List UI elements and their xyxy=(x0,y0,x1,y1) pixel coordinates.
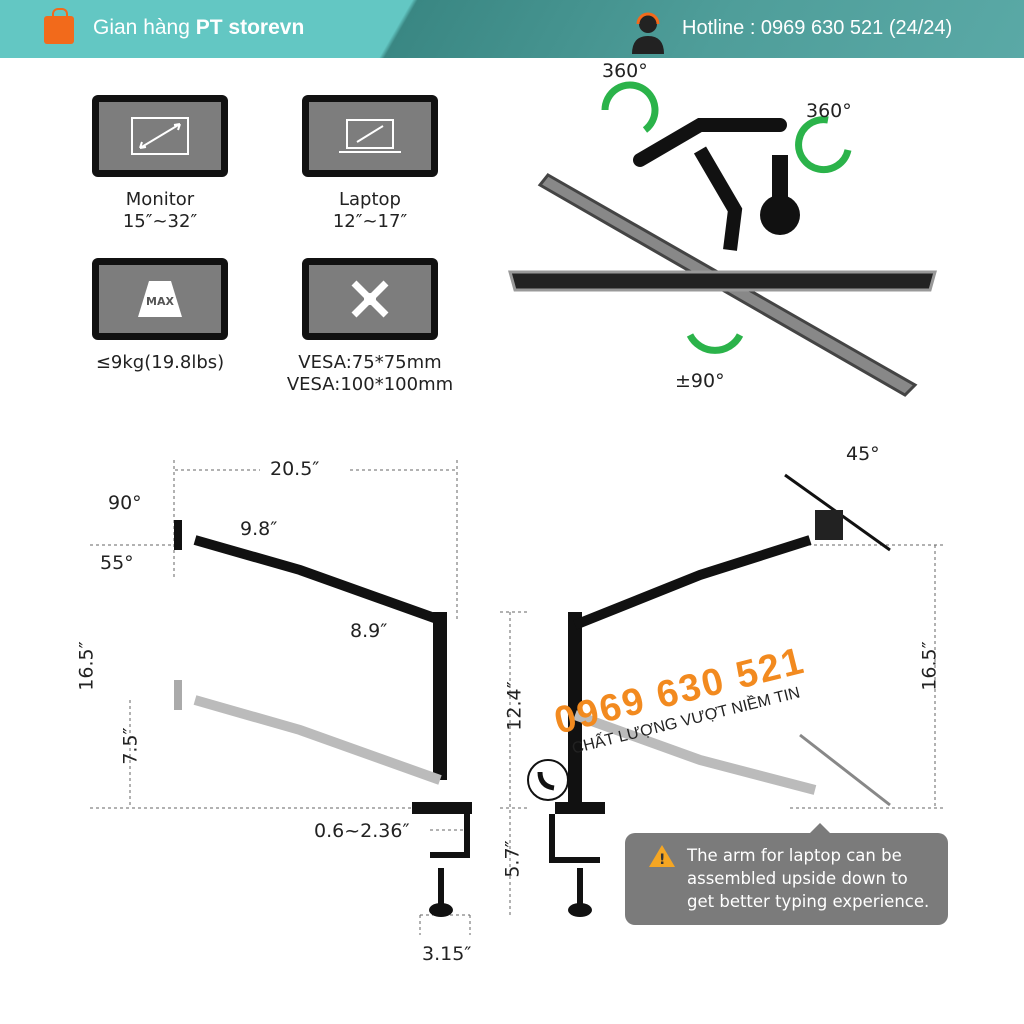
brand[interactable]: Gian hàng PT storevn xyxy=(93,16,305,39)
watermark-phone-icon xyxy=(527,759,569,801)
low-height-dimension: 7.5″ xyxy=(119,727,142,765)
spec-laptop-icon-box xyxy=(302,95,438,177)
spec-weight-label: ≤9kg(19.8lbs) xyxy=(95,352,225,373)
laptop-icon xyxy=(339,119,401,153)
diagonal-size-icon xyxy=(131,117,189,155)
tilt-label: ±90° xyxy=(675,370,725,392)
monitor-arm-drawing xyxy=(174,520,472,917)
assembly-tip-callout: !The arm for laptop can be assembled ups… xyxy=(625,823,948,925)
monitor-height-dimension: 16.5″ xyxy=(75,641,98,691)
spec-weight-icon-box: MAX xyxy=(92,258,228,340)
warning-icon: ! xyxy=(649,845,675,868)
clamp-dimension: 5.7″ xyxy=(501,840,524,878)
laptop-height-dimension: 16.5″ xyxy=(918,641,941,691)
spec-vesa-icon-box xyxy=(302,258,438,340)
tilt-down-dimension: 55° xyxy=(100,552,134,574)
header-banner: Gian hàng PT storevn Hotline : 0969 630 … xyxy=(0,0,1024,58)
rotating-monitor-image xyxy=(508,118,937,397)
arm1-dimension: 9.8″ xyxy=(240,518,278,540)
vesa-icon xyxy=(351,280,389,318)
clamp-range-dimension: 0.6~2.36″ xyxy=(314,820,410,842)
hotline[interactable]: Hotline : 0969 630 521 (24/24) xyxy=(682,17,953,39)
width-dimension: 20.5″ xyxy=(270,458,320,480)
tilt-up-dimension: 90° xyxy=(108,492,142,514)
rotation-label-left: 360° xyxy=(602,60,648,82)
laptop-arm-drawing xyxy=(549,473,891,917)
shopping-bag-icon xyxy=(44,8,74,44)
base-dimension: 3.15″ xyxy=(422,943,472,965)
laptop-angle-dimension: 45° xyxy=(846,443,880,465)
rotation-label-right: 360° xyxy=(806,100,852,122)
spec-monitor-icon-box xyxy=(92,95,228,177)
arm2-dimension: 8.9″ xyxy=(350,620,388,642)
pole-dimension: 12.4″ xyxy=(503,681,526,731)
rotation-arrow-icons xyxy=(601,81,852,354)
support-agent-icon xyxy=(632,12,664,54)
